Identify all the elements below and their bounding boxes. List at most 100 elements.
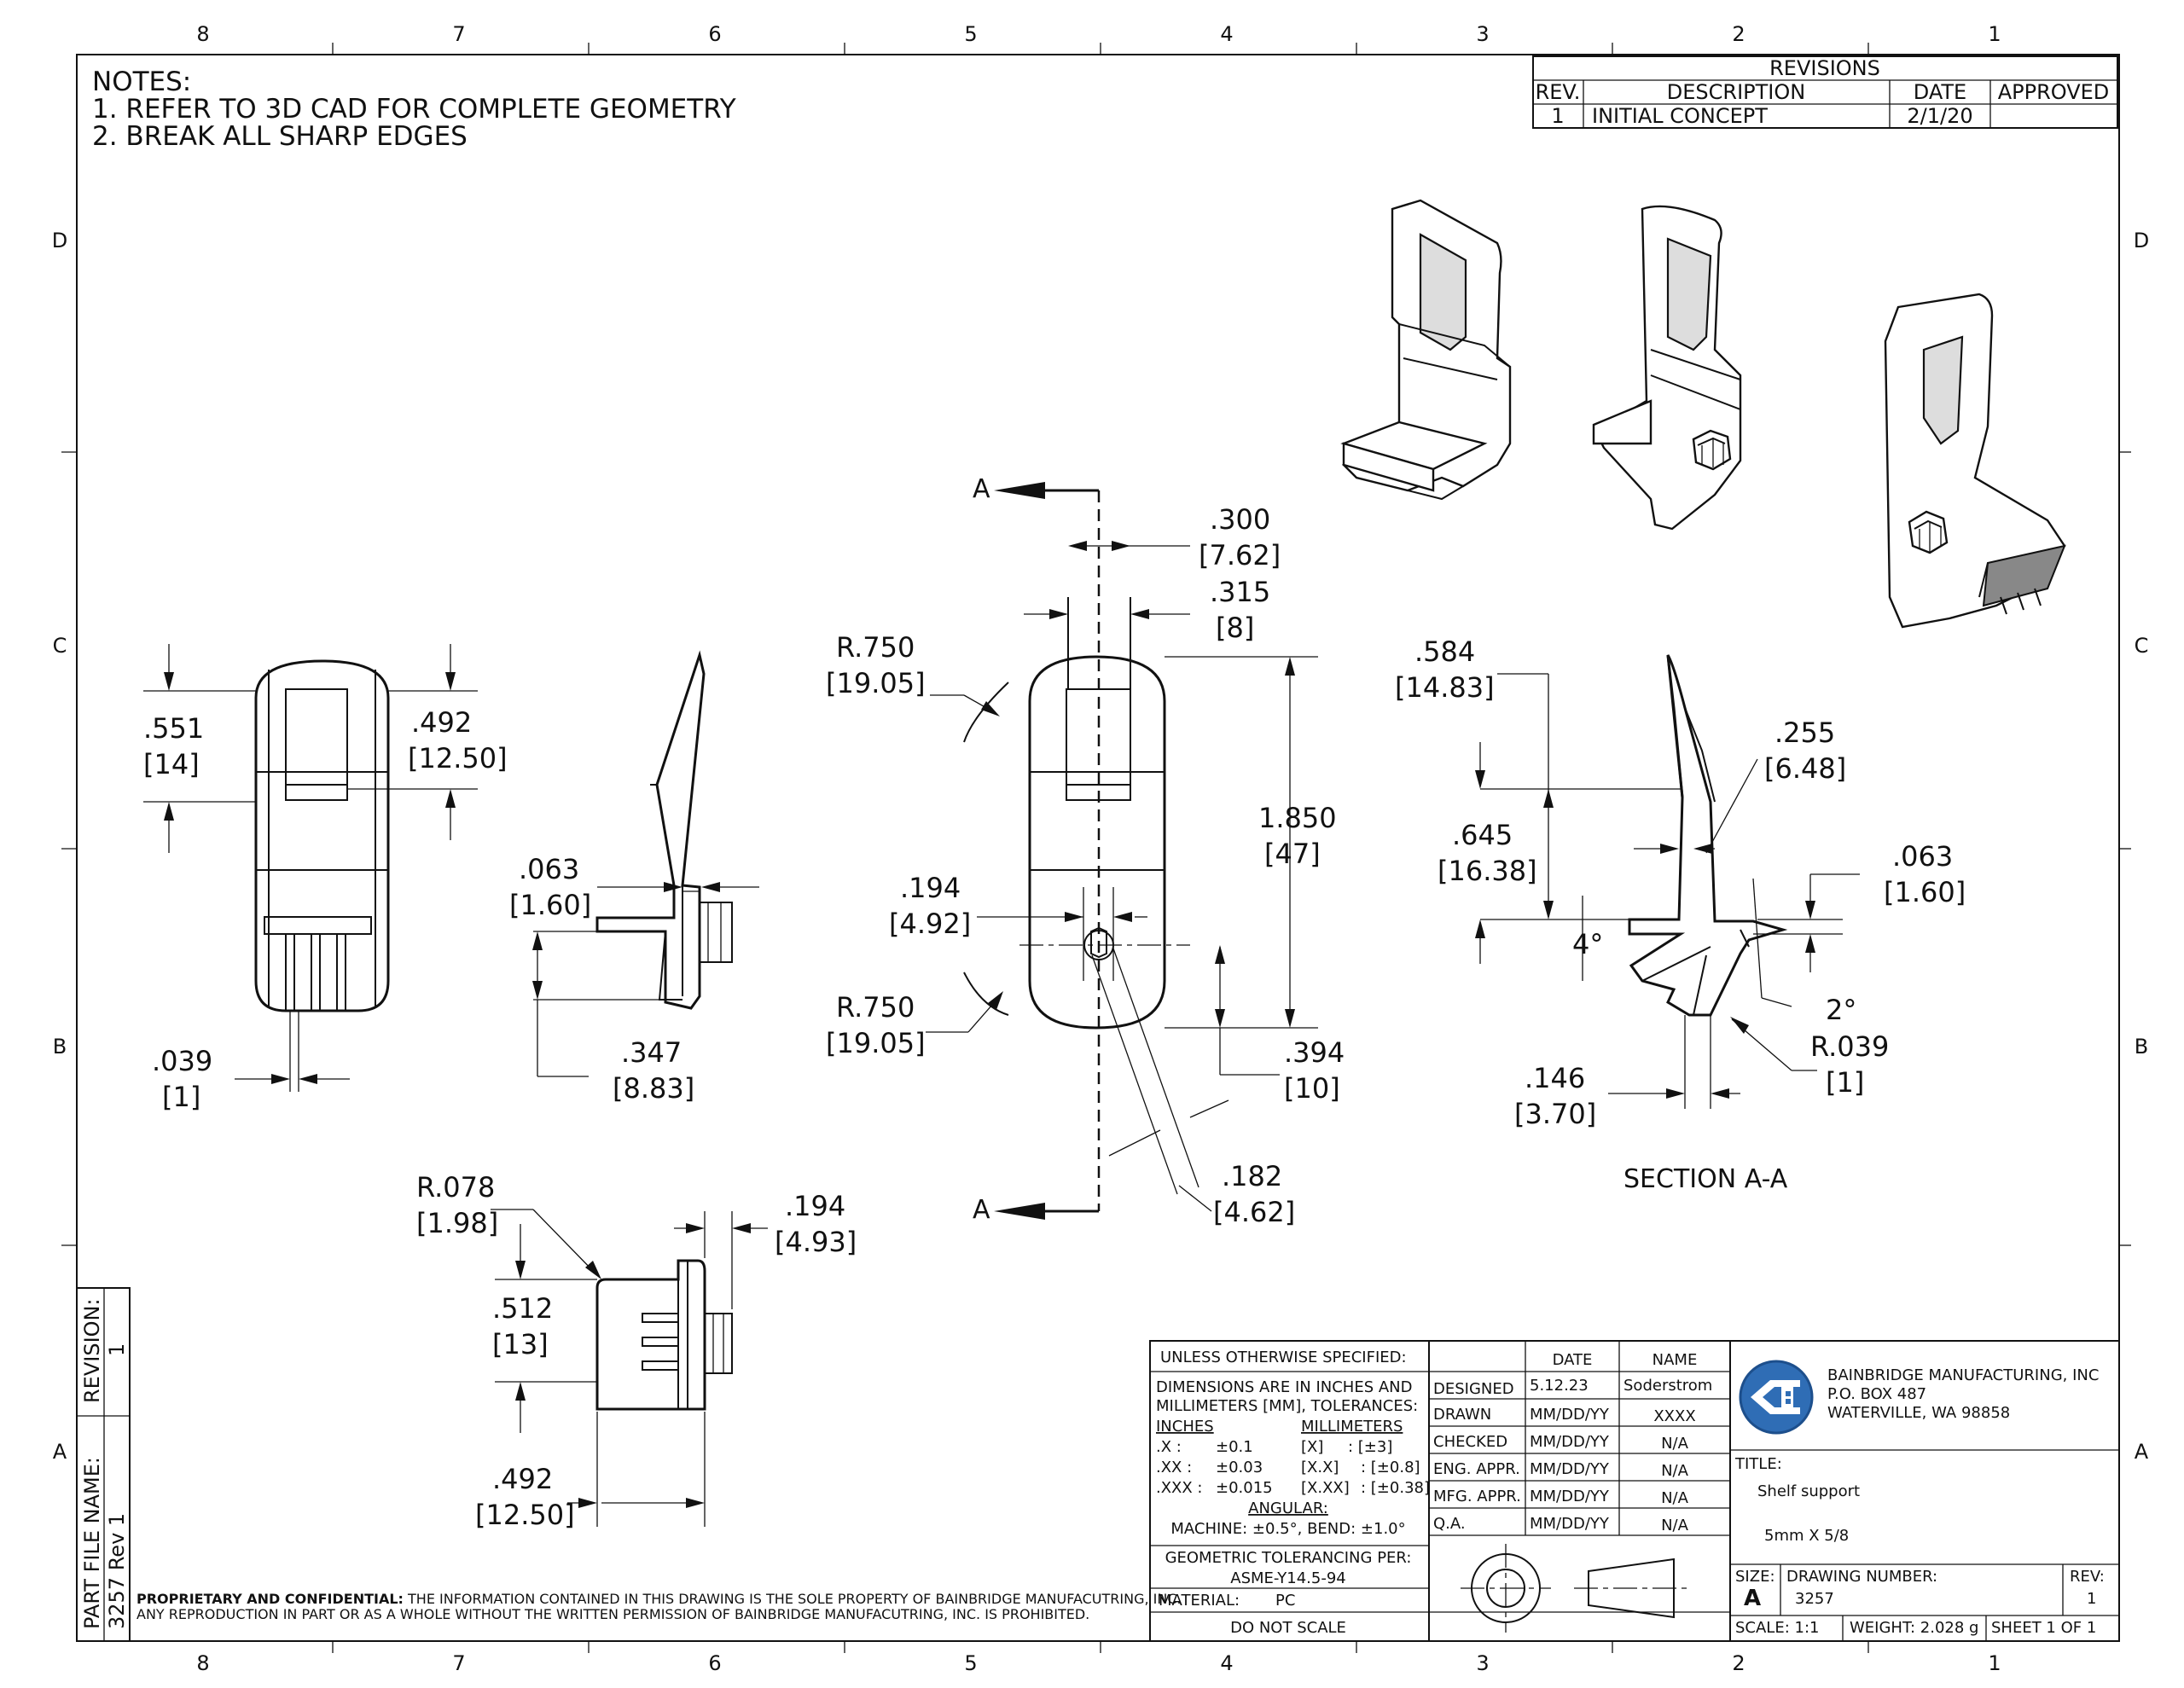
- sec-dim-063-mm: [1.60]: [1884, 876, 1966, 908]
- section-arrow-bottom: A: [973, 1195, 990, 1225]
- tb-title-line2: 5mm X 5/8: [1764, 1527, 1849, 1545]
- tb-weight: WEIGHT: 2.028 g: [1850, 1619, 1978, 1637]
- zone-col-7-bot: 7: [452, 1651, 465, 1675]
- sec-dim-584: .584: [1414, 635, 1475, 668]
- section-view-dimensions: .584 [14.83] .255 [6.48] .645 [16.38] .0…: [1395, 635, 1966, 1194]
- proprietary-line2: ANY REPRODUCTION IN PART OR AS A WHOLE W…: [136, 1606, 1089, 1622]
- sec-dim-r039-mm: [1]: [1826, 1066, 1864, 1099]
- zone-col-8-top: 8: [196, 22, 209, 46]
- zone-row-d-right: D: [2134, 229, 2149, 252]
- zone-col-3-top: 3: [1476, 22, 1489, 46]
- zone-col-6-top: 6: [708, 22, 721, 46]
- tb-tol-xxx: .XXX :: [1156, 1479, 1203, 1497]
- proprietary-notice: PROPRIETARY AND CONFIDENTIAL: THE INFORM…: [136, 1591, 1182, 1622]
- company-logo: [1739, 1360, 1814, 1435]
- tb-tol-xx-mm: [X.X]: [1301, 1459, 1339, 1476]
- bot-dim-512: .512: [492, 1292, 553, 1325]
- rev-row-1-rev: 1: [1551, 104, 1564, 128]
- tb-mm-label: MILLIMETERS: [1301, 1418, 1403, 1436]
- tb-col-date: DATE: [1553, 1351, 1593, 1369]
- tb-tol-x-val: ±0.1: [1216, 1438, 1253, 1456]
- tb-dims-line2: MILLIMETERS [MM], TOLERANCES:: [1156, 1397, 1418, 1415]
- dim-063-side-mm: [1.60]: [509, 889, 591, 921]
- dim-039: .039: [152, 1045, 212, 1077]
- tb-inches-label: INCHES: [1156, 1418, 1214, 1436]
- tb-unless: UNLESS OTHERWISE SPECIFIED:: [1160, 1349, 1407, 1366]
- sec-dim-4deg: 4°: [1572, 928, 1603, 960]
- tb-company-name: BAINBRIDGE MANUFACTURING, INC: [1827, 1366, 2099, 1384]
- tb-checked-date: MM/DD/YY: [1530, 1433, 1610, 1451]
- section-view: [1628, 654, 1788, 1017]
- side-view-dimensions: .063 [1.60] .347 [8.83]: [509, 853, 759, 1105]
- section-title: SECTION A-A: [1623, 1164, 1788, 1194]
- dim-551: .551: [143, 712, 204, 745]
- dim-492-top-mm: [12.50]: [408, 742, 508, 774]
- zone-col-5-top: 5: [964, 22, 977, 46]
- tb-company-city: WATERVILLE, WA 98858: [1827, 1404, 2010, 1422]
- tb-eng-date: MM/DD/YY: [1530, 1460, 1610, 1478]
- sec-dim-645-mm: [16.38]: [1438, 855, 1537, 887]
- front-view-dimensions: .551 [14] .492 [12.50] .039 [1]: [143, 644, 508, 1113]
- dim-300: .300: [1210, 503, 1270, 536]
- bot-dim-492: .492: [492, 1463, 553, 1495]
- proprietary-bold: PROPRIETARY AND CONFIDENTIAL:: [136, 1591, 404, 1607]
- tb-title-label: TITLE:: [1734, 1455, 1782, 1473]
- tb-angular-value: MACHINE: ±0.5°, BEND: ±1.0°: [1170, 1520, 1405, 1538]
- main-view: A A: [963, 474, 1190, 1225]
- revisions-title: REVISIONS: [1769, 56, 1880, 80]
- tb-title-line1: Shelf support: [1757, 1482, 1860, 1500]
- sec-dim-146-mm: [3.70]: [1514, 1098, 1596, 1130]
- sec-dim-255: .255: [1774, 716, 1835, 749]
- rev-col-approved: APPROVED: [1998, 80, 2110, 104]
- tb-tol-x-mm-val: : [±3]: [1348, 1438, 1392, 1456]
- tb-drawing-number-label: DRAWING NUMBER:: [1786, 1568, 1937, 1586]
- dim-039-mm: [1]: [162, 1081, 200, 1113]
- tb-eng-name: N/A: [1661, 1462, 1689, 1480]
- bot-dim-492-mm: [12.50]: [475, 1499, 575, 1531]
- zone-col-8-bot: 8: [196, 1651, 209, 1675]
- zone-col-3-bot: 3: [1476, 1651, 1489, 1675]
- tb-mfg-label: MFG. APPR.: [1433, 1488, 1521, 1505]
- tb-col-name: NAME: [1653, 1351, 1698, 1369]
- drawing-border: [76, 54, 2120, 1642]
- sec-dim-584-mm: [14.83]: [1395, 671, 1495, 704]
- zone-col-1-bot: 1: [1988, 1651, 2001, 1675]
- zone-col-6-bot: 6: [708, 1651, 721, 1675]
- dim-492-top: .492: [411, 706, 472, 739]
- zone-row-c-left: C: [53, 634, 67, 658]
- tb-do-not-scale: DO NOT SCALE: [1230, 1619, 1346, 1637]
- rev-col-date: DATE: [1914, 80, 1966, 104]
- zone-col-4-bot: 4: [1220, 1651, 1233, 1675]
- zone-row-d-left: D: [52, 229, 67, 252]
- bot-dim-r078-mm: [1.98]: [416, 1207, 498, 1239]
- side-file-label: PART FILE NAME:: [80, 1457, 104, 1629]
- zone-col-2-top: 2: [1732, 22, 1745, 46]
- tb-material-label: MATERIAL:: [1159, 1592, 1240, 1610]
- dim-1850-mm: [47]: [1264, 838, 1321, 870]
- tb-material-value: PC: [1275, 1592, 1295, 1610]
- side-revision-value: 1: [105, 1343, 129, 1356]
- tb-drawing-number: 3257: [1795, 1590, 1834, 1608]
- side-file-value: 3257 Rev 1: [105, 1513, 129, 1629]
- tb-mfg-name: N/A: [1661, 1489, 1689, 1507]
- sec-dim-r039: R.039: [1810, 1030, 1889, 1063]
- tb-drawn-name: XXXX: [1653, 1407, 1695, 1425]
- tb-eng-label: ENG. APPR.: [1433, 1460, 1520, 1478]
- revisions-table: REVISIONS REV. DESCRIPTION DATE APPROVED…: [1532, 55, 2118, 129]
- tb-qa-label: Q.A.: [1433, 1515, 1466, 1533]
- svg-text:PROPRIETARY AND CONFIDENTIAL:: PROPRIETARY AND CONFIDENTIAL: THE INFORM…: [136, 1591, 1182, 1607]
- zone-ticks: [61, 43, 2131, 1653]
- zone-col-7-top: 7: [452, 22, 465, 46]
- dim-394-mm: [10]: [1284, 1072, 1340, 1105]
- dim-347: .347: [621, 1036, 682, 1069]
- zone-row-a-right: A: [2135, 1440, 2149, 1464]
- sec-dim-063: .063: [1892, 840, 1953, 873]
- dim-1850: 1.850: [1258, 802, 1337, 834]
- zone-labels: 8 7 6 5 4 3 2 1 8 7 6 5 4 3 2 1 D C B A …: [52, 22, 2149, 1675]
- dim-194-hole-mm: [4.92]: [889, 908, 971, 940]
- side-strip: REVISION: 1 PART FILE NAME: 3257 Rev 1: [76, 1287, 131, 1642]
- section-arrow-top: A: [973, 474, 990, 504]
- proprietary-line1: THE INFORMATION CONTAINED IN THIS DRAWIN…: [404, 1591, 1182, 1607]
- bot-dim-512-mm: [13]: [492, 1328, 549, 1360]
